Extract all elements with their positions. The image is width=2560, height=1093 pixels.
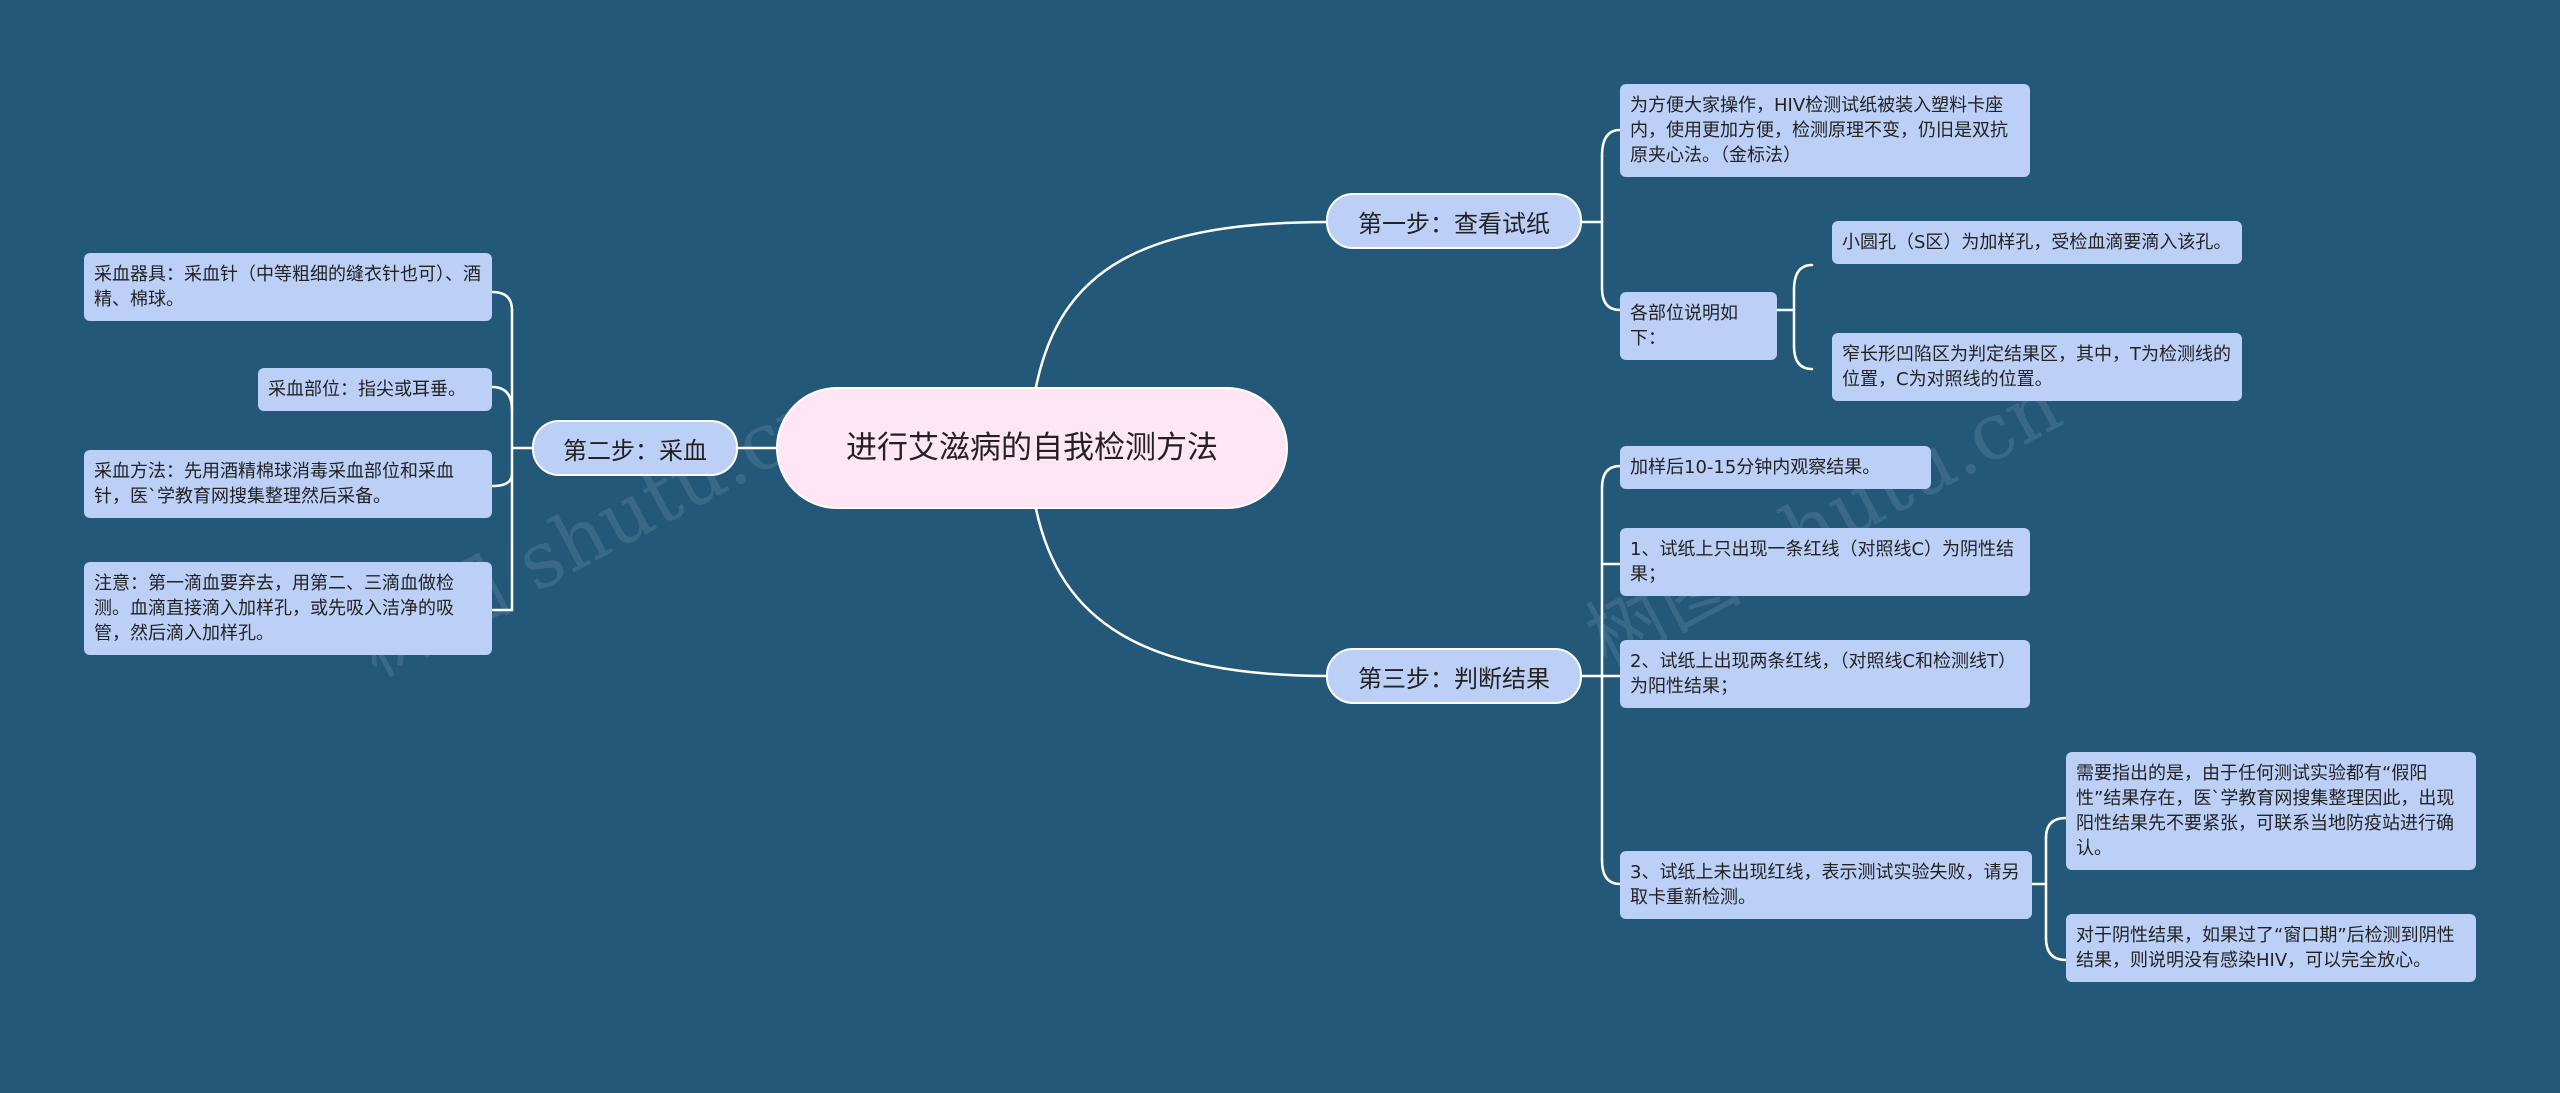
step1-part-a-text: 小圆孔（S区）为加样孔，受检血滴要滴入该孔。 [1842, 232, 2232, 253]
step2-tools-note[interactable]: 采血器具：采血针（中等粗细的缝衣针也可）、酒精、棉球。 [84, 253, 492, 321]
branch-step1-label: 第一步：查看试纸 [1358, 209, 1550, 238]
step1-parts-label[interactable]: 各部位说明如下： [1620, 292, 1777, 360]
step2-site-note[interactable]: 采血部位：指尖或耳垂。 [258, 368, 492, 411]
step2-caution-note[interactable]: 注意：第一滴血要弃去，用第二、三滴血做检测。血滴直接滴入加样孔，或先吸入洁净的吸… [84, 562, 492, 655]
branch-step2[interactable]: 第二步：采血 [532, 420, 738, 476]
step1-part-b-text: 窄长形凹陷区为判定结果区，其中，T为检测线的位置，C为对照线的位置。 [1842, 344, 2231, 390]
step3-invalid-note-2[interactable]: 对于阴性结果，如果过了“窗口期”后检测到阴性结果，则说明没有感染HIV，可以完全… [2066, 914, 2476, 982]
step3-invalid-note-2-text: 对于阴性结果，如果过了“窗口期”后检测到阴性结果，则说明没有感染HIV，可以完全… [2076, 925, 2455, 971]
branch-step3[interactable]: 第三步：判断结果 [1326, 648, 1582, 704]
step3-invalid-note-1[interactable]: 需要指出的是，由于任何测试实验都有“假阳性”结果存在，医`学教育网搜集整理因此，… [2066, 752, 2476, 870]
step3-result-negative-text: 1、试纸上只出现一条红线（对照线C）为阴性结果； [1630, 539, 2015, 585]
branch-step2-label: 第二步：采血 [563, 436, 707, 465]
step2-tools-text: 采血器具：采血针（中等粗细的缝衣针也可）、酒精、棉球。 [94, 264, 481, 310]
branch-step1[interactable]: 第一步：查看试纸 [1326, 193, 1582, 249]
step3-result-positive[interactable]: 2、试纸上出现两条红线，（对照线C和检测线T）为阳性结果； [1620, 640, 2030, 708]
step2-method-text: 采血方法：先用酒精棉球消毒采血部位和采血针，医`学教育网搜集整理然后采备。 [94, 461, 454, 507]
step3-result-negative[interactable]: 1、试纸上只出现一条红线（对照线C）为阴性结果； [1620, 528, 2030, 596]
root-title: 进行艾滋病的自我检测方法 [846, 430, 1218, 466]
step2-site-text: 采血部位：指尖或耳垂。 [268, 379, 466, 400]
step3-observe-note[interactable]: 加样后10-15分钟内观察结果。 [1620, 446, 1931, 489]
step2-caution-text: 注意：第一滴血要弃去，用第二、三滴血做检测。血滴直接滴入加样孔，或先吸入洁净的吸… [94, 573, 454, 644]
root-topic[interactable]: 进行艾滋病的自我检测方法 [776, 387, 1288, 509]
step3-result-invalid[interactable]: 3、试纸上未出现红线，表示测试实验失败，请另取卡重新检测。 [1620, 851, 2032, 919]
step1-parts-text: 各部位说明如下： [1630, 303, 1738, 349]
branch-step3-label: 第三步：判断结果 [1358, 664, 1550, 693]
step1-part-a[interactable]: 小圆孔（S区）为加样孔，受检血滴要滴入该孔。 [1832, 221, 2242, 264]
step3-result-invalid-text: 3、试纸上未出现红线，表示测试实验失败，请另取卡重新检测。 [1630, 862, 2020, 908]
step3-observe-text: 加样后10-15分钟内观察结果。 [1630, 457, 1881, 478]
step2-method-note[interactable]: 采血方法：先用酒精棉球消毒采血部位和采血针，医`学教育网搜集整理然后采备。 [84, 450, 492, 518]
step1-part-b[interactable]: 窄长形凹陷区为判定结果区，其中，T为检测线的位置，C为对照线的位置。 [1832, 333, 2242, 401]
step3-invalid-note-1-text: 需要指出的是，由于任何测试实验都有“假阳性”结果存在，医`学教育网搜集整理因此，… [2076, 763, 2455, 859]
step1-intro-text: 为方便大家操作，HIV检测试纸被装入塑料卡座内，使用更加方便，检测原理不变，仍旧… [1630, 95, 2008, 166]
step3-result-positive-text: 2、试纸上出现两条红线，（对照线C和检测线T）为阳性结果； [1630, 651, 2017, 697]
step1-intro-note[interactable]: 为方便大家操作，HIV检测试纸被装入塑料卡座内，使用更加方便，检测原理不变，仍旧… [1620, 84, 2030, 177]
